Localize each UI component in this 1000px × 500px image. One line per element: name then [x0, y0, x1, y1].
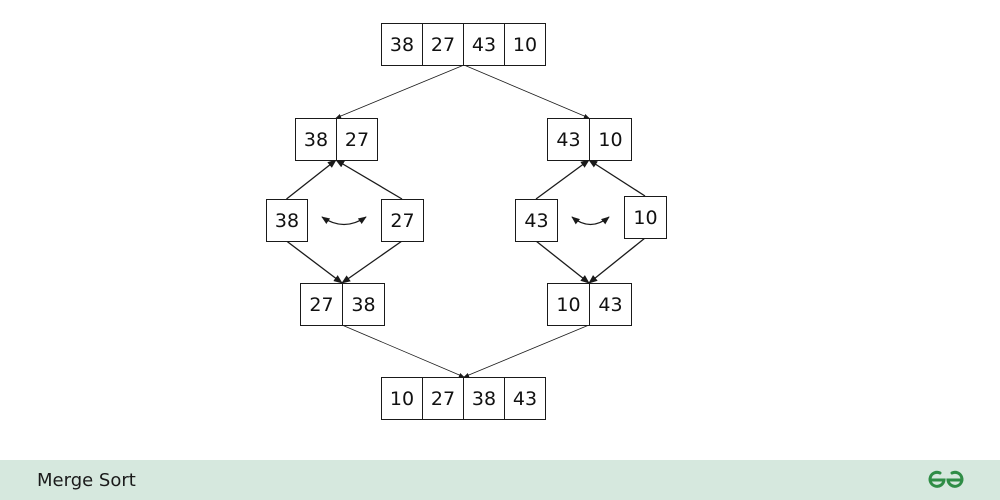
array-cell-value: 27 — [390, 210, 414, 232]
edge-arrow-root-to-right-half — [463, 64, 590, 119]
array-cell-value: 10 — [633, 207, 657, 229]
array-cell — [381, 199, 424, 242]
array-node-left-merged: 27 38 — [300, 283, 385, 326]
edge-arrow-left-single-a-to-left-half — [286, 159, 337, 200]
merge-sort-diagram: 38 27 43 10 38 27 43 10 38 27 43 10 27 38 10 43 10 27 38 43 — [266, 23, 667, 420]
array-cell-value: 43 — [556, 129, 580, 151]
array-cell — [463, 377, 505, 420]
footer-title: Merge Sort — [37, 470, 136, 491]
edge-arrow-left-single-b-to-left-merged — [341, 240, 403, 284]
array-cell-value: 43 — [598, 294, 622, 316]
array-cell — [515, 199, 558, 242]
array-cell — [381, 377, 423, 420]
array-node-right-single-a: 43 — [515, 199, 558, 242]
edge-arrow-left-merged-to-result — [341, 324, 465, 378]
geeksforgeeks-logo-icon — [928, 470, 964, 488]
array-node-result: 10 27 38 43 — [381, 377, 546, 420]
array-node-root: 38 27 43 10 — [381, 23, 546, 66]
array-cell-value: 27 — [309, 294, 333, 316]
edge-arrow-right-single-a-to-right-half — [535, 159, 590, 200]
array-cell — [624, 196, 667, 239]
footer-bar: Merge Sort — [0, 460, 1000, 500]
array-cell-value: 27 — [431, 34, 455, 56]
edge-arrow-left-single-a-to-left-merged — [286, 240, 343, 284]
array-cell — [547, 118, 590, 161]
array-cell — [266, 199, 308, 242]
edge-arrow-left-single-b-to-left-half — [335, 159, 403, 200]
array-cell — [422, 23, 464, 66]
array-cell-value: 38 — [390, 34, 414, 56]
array-cell-value: 27 — [345, 129, 369, 151]
array-cell — [589, 118, 632, 161]
array-node-left-half: 38 27 — [295, 118, 378, 161]
array-cell — [422, 377, 464, 420]
array-node-left-single-b: 27 — [381, 199, 424, 242]
array-cell-value: 38 — [275, 210, 299, 232]
array-cell — [336, 118, 378, 161]
edge-arrow-root-to-left-half — [335, 64, 465, 119]
array-node-left-single-a: 38 — [266, 199, 308, 242]
edge-arrow-right-merged-to-result — [463, 324, 590, 378]
array-cell-value: 10 — [556, 294, 580, 316]
array-cell — [295, 118, 337, 161]
array-cell-value: 10 — [390, 388, 414, 410]
array-cell-value: 38 — [351, 294, 375, 316]
edge-arrow-right-single-b-to-right-merged — [588, 237, 646, 284]
array-cell — [463, 23, 505, 66]
array-cell-value: 38 — [472, 388, 496, 410]
array-cell-value: 38 — [304, 129, 328, 151]
array-cell-value: 10 — [598, 129, 622, 151]
compare-swap-arrow-icon — [571, 216, 610, 226]
array-node-right-single-b: 10 — [624, 196, 667, 239]
array-cell — [589, 283, 632, 326]
array-cell-value: 43 — [513, 388, 537, 410]
array-cell-value: 27 — [431, 388, 455, 410]
array-node-right-merged: 10 43 — [547, 283, 632, 326]
array-cell-value: 10 — [513, 34, 537, 56]
array-cell-value: 43 — [524, 210, 548, 232]
array-cell — [381, 23, 423, 66]
array-cell-value: 43 — [472, 34, 496, 56]
array-cell — [504, 23, 546, 66]
array-cell — [342, 283, 385, 326]
edge-arrow-right-single-a-to-right-merged — [535, 240, 590, 284]
array-cell — [504, 377, 546, 420]
edge-arrow-right-single-b-to-right-half — [588, 159, 646, 197]
compare-swap-arrow-icon — [321, 216, 367, 226]
array-cell — [300, 283, 343, 326]
array-node-right-half: 43 10 — [547, 118, 632, 161]
